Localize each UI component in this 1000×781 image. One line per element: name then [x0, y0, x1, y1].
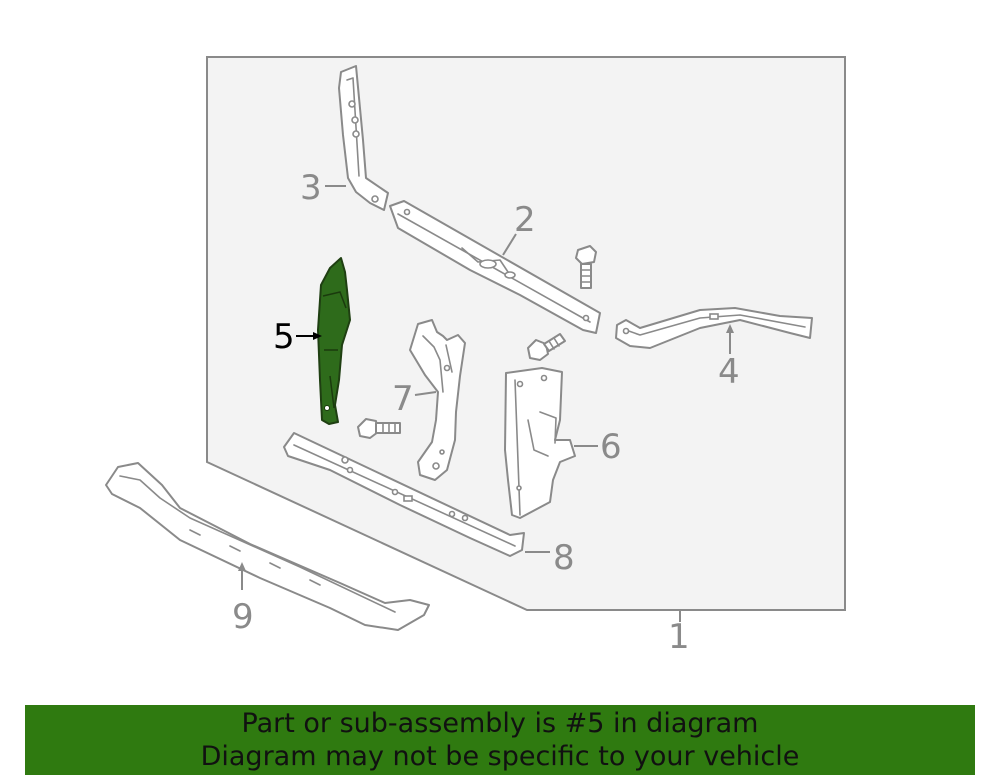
bolt-upper[interactable]	[575, 245, 597, 289]
part-8-lower-tie-bar[interactable]	[283, 432, 525, 557]
callout-4[interactable]: 4	[718, 352, 740, 392]
part-3-upper-bracket[interactable]	[338, 65, 389, 211]
part-4-side-member[interactable]	[615, 307, 813, 349]
bolt-lower[interactable]	[357, 418, 401, 439]
callout-1[interactable]: 1	[668, 617, 690, 657]
part-2-upper-tie-bar[interactable]	[389, 200, 601, 334]
callout-4-arrow	[726, 324, 734, 333]
callout-7[interactable]: 7	[392, 379, 414, 419]
callout-7-leader	[414, 391, 437, 396]
part-7-middle-bracket[interactable]	[409, 319, 466, 481]
parts-diagram: 1 3 2 4	[105, 56, 846, 657]
callout-5[interactable]: 5	[273, 317, 295, 357]
info-banner: Part or sub-assembly is #5 in diagram Di…	[25, 705, 975, 775]
banner-line-1: Part or sub-assembly is #5 in diagram	[241, 708, 759, 739]
callout-6[interactable]: 6	[600, 427, 622, 467]
callout-5-arrow	[313, 332, 322, 340]
callout-2[interactable]: 2	[514, 200, 536, 240]
callout-8[interactable]: 8	[553, 538, 575, 578]
callout-2-leader	[502, 233, 517, 256]
part-5-highlighted-bracket[interactable]	[317, 257, 351, 425]
bolt-middle[interactable]	[527, 333, 566, 361]
callout-9-arrow	[238, 562, 246, 571]
part-6-vertical-bracket[interactable]	[504, 367, 576, 519]
callout-9[interactable]: 9	[232, 597, 254, 637]
callout-3[interactable]: 3	[300, 168, 322, 208]
banner-line-2: Diagram may not be specific to your vehi…	[200, 741, 800, 772]
assembly-outline	[206, 56, 846, 611]
part-9-deflector[interactable]	[105, 462, 430, 631]
